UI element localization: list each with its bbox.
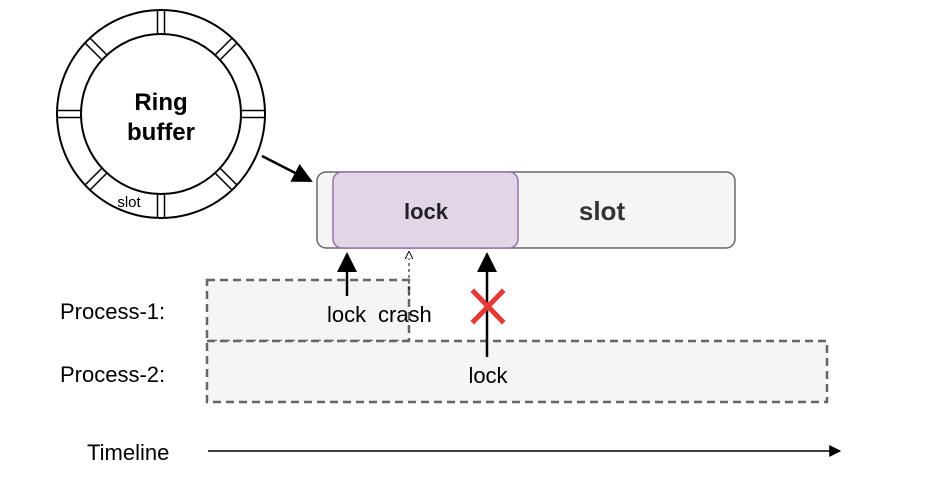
process1-label: Process-1: xyxy=(60,299,165,324)
ring-buffer-title-line1: Ring xyxy=(134,89,187,116)
slot-region-label: slot xyxy=(579,196,626,226)
ring-slot-divider xyxy=(219,167,238,186)
ring-buffer-title-line2: buffer xyxy=(127,119,195,146)
process2-lock-label: lock xyxy=(468,363,508,388)
ring-slot-divider xyxy=(89,37,108,56)
lock-fail-x-icon xyxy=(470,288,506,325)
ring-to-slot-arrow xyxy=(261,154,313,183)
ring-slot-divider xyxy=(84,167,103,186)
ring-slot-divider xyxy=(214,37,233,56)
ring-slot-divider xyxy=(219,42,238,61)
process1-crash-label: crash xyxy=(378,302,432,327)
ring-slot-divider xyxy=(214,172,233,191)
lock-region xyxy=(332,171,519,249)
ring-slot-divider xyxy=(89,172,108,191)
slot-box: lock slot xyxy=(316,171,736,249)
process1-lock-label: lock xyxy=(327,302,367,327)
ring-buffer-slot-label: slot xyxy=(117,194,141,211)
lock-region-label: lock xyxy=(404,199,449,224)
process2-label: Process-2: xyxy=(60,362,165,387)
ring-buffer-inner-circle xyxy=(80,33,242,195)
process2-box xyxy=(205,339,829,404)
ring-buffer: Ring buffer slot xyxy=(56,9,266,219)
ring-slot-divider xyxy=(84,42,103,61)
timeline-label: Timeline xyxy=(87,440,169,465)
ring-buffer-dividers xyxy=(57,10,265,218)
process1-box xyxy=(205,278,411,343)
